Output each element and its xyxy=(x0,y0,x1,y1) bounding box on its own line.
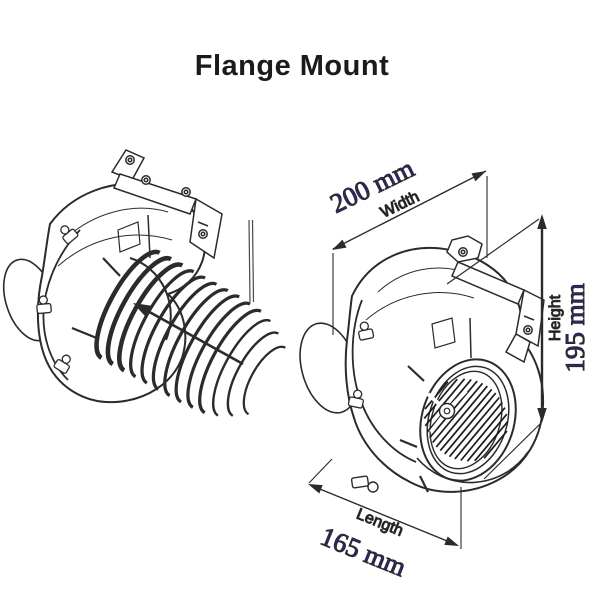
bracket-slot xyxy=(197,221,209,227)
figure-blower-dimensioned xyxy=(299,235,545,493)
arrowhead xyxy=(471,171,486,182)
bracket-slot xyxy=(523,315,535,321)
extension-line xyxy=(446,218,540,285)
impeller-blades xyxy=(423,378,509,462)
arrowhead xyxy=(444,536,459,546)
bracket-rail xyxy=(112,173,197,215)
housing-panel-line xyxy=(65,207,169,239)
dimension-line xyxy=(309,484,458,546)
impeller-hub xyxy=(426,389,468,434)
airflow-arrow-icon xyxy=(133,303,244,366)
arrowhead xyxy=(332,239,347,250)
housing-panel-line xyxy=(147,214,151,259)
extension-line xyxy=(308,458,333,484)
height-value: 195 mm xyxy=(560,283,590,372)
corrugated-hose xyxy=(94,249,286,417)
cable-line xyxy=(248,219,255,303)
name-plate xyxy=(431,317,456,349)
page-title: Flange Mount xyxy=(194,50,390,82)
housing-vent-tick xyxy=(102,257,121,277)
housing-panel-line xyxy=(57,234,173,267)
name-plate xyxy=(117,221,141,253)
dimension-height: Height 195 mm xyxy=(446,214,591,480)
housing-panel-line xyxy=(469,317,472,359)
housing-vent-tick xyxy=(71,326,100,341)
arrowhead xyxy=(537,214,547,229)
flange-bracket xyxy=(446,235,545,364)
arrowhead xyxy=(308,484,323,494)
bracket-top-tab xyxy=(110,149,146,181)
outlet-lip xyxy=(416,451,529,484)
extension-line xyxy=(483,423,541,480)
housing-vent-tick xyxy=(407,365,425,382)
bracket-elbow xyxy=(189,197,223,260)
figure-blower-with-hose xyxy=(2,149,286,417)
mounting-foot xyxy=(350,475,379,493)
bracket-foot xyxy=(504,332,531,364)
flange-bracket xyxy=(110,149,223,260)
arrowhead xyxy=(537,408,547,423)
height-label: Height xyxy=(547,294,564,341)
dimension-line xyxy=(332,170,487,250)
bracket-rail xyxy=(451,261,525,305)
housing-vent-tick xyxy=(399,438,418,449)
housing-vent-tick xyxy=(419,475,429,493)
housing-panel-line xyxy=(365,292,475,321)
